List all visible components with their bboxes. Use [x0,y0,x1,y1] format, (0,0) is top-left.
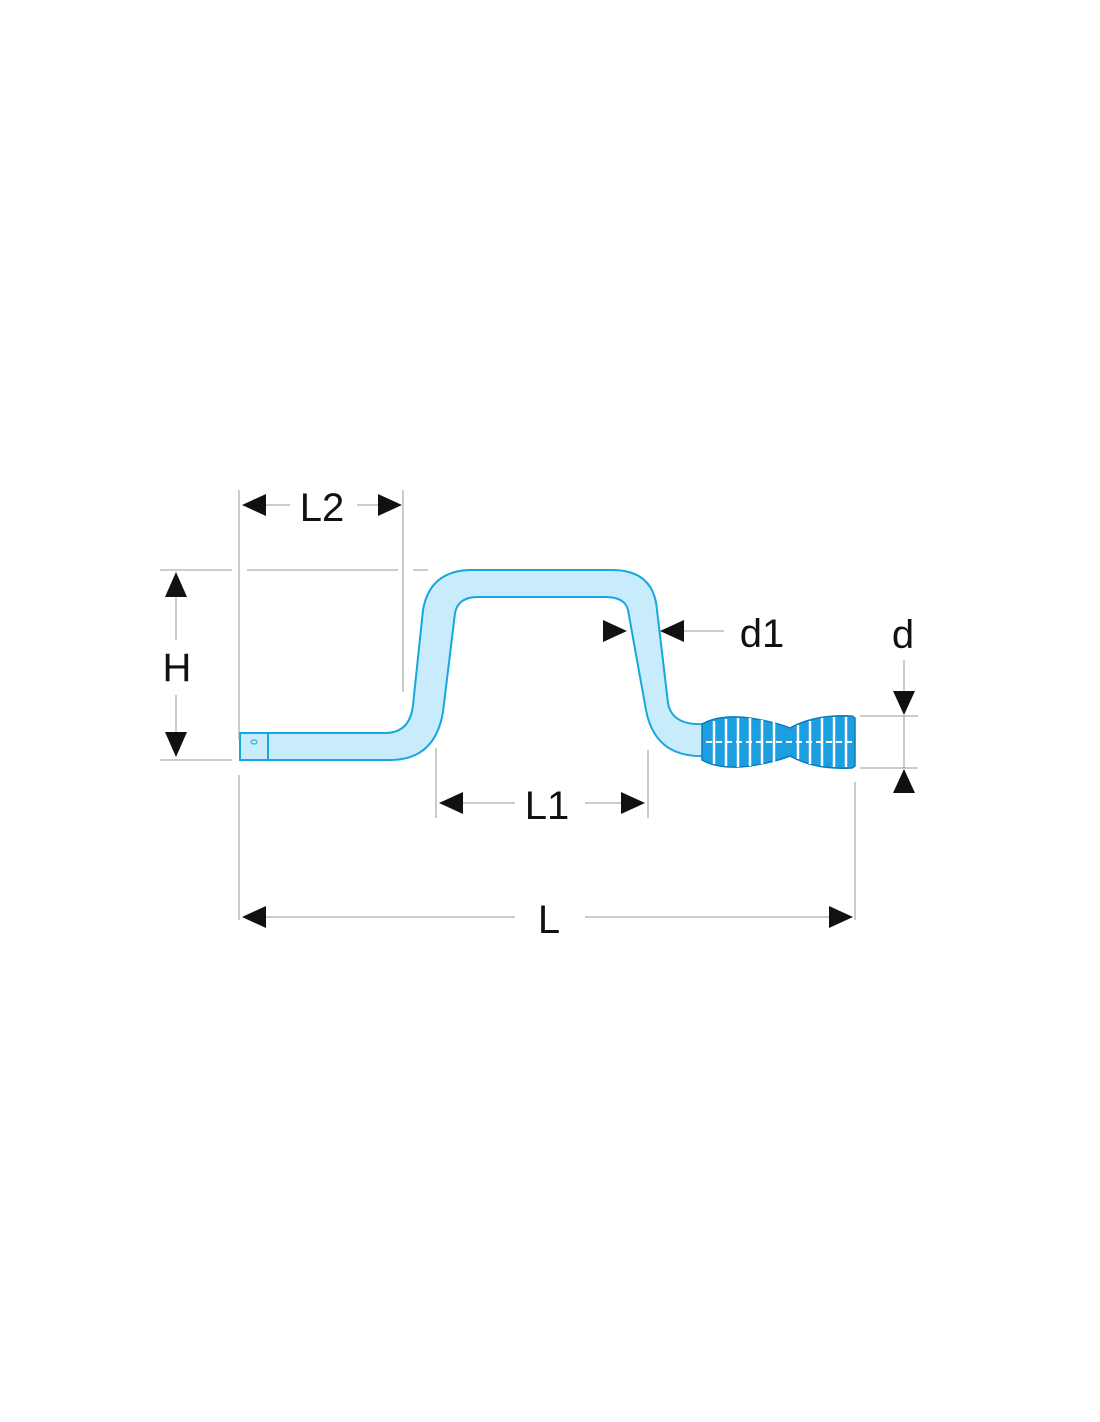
dimension-l2: L2 [242,486,402,530]
l2-left-arrow-icon [242,494,266,516]
dimension-l1: L1 [439,784,645,828]
dimension-d1: d1 [603,612,784,656]
drive-ball-detent [250,739,258,745]
dimension-h: H [163,572,192,757]
l2-label: L2 [300,486,345,530]
l-label: L [538,898,560,942]
extension-lines [160,490,918,920]
d-up-arrow-icon [893,769,915,793]
h-down-arrow-icon [165,732,187,757]
dimension-d: d [892,613,915,793]
l2-right-arrow-icon [378,494,402,516]
h-label: H [163,646,192,690]
d-down-arrow-icon [893,691,915,715]
l-left-arrow-icon [242,906,266,928]
grip-handle [701,715,856,769]
h-up-arrow-icon [165,572,187,597]
d1-left-arrow-icon [603,620,627,642]
d-label: d [892,613,914,657]
crank-brace [239,569,856,769]
dimension-l: L [242,898,853,942]
l1-label: L1 [525,784,570,828]
d1-label: d1 [740,612,785,656]
l1-right-arrow-icon [621,792,645,814]
l-right-arrow-icon [829,906,853,928]
square-drive [239,732,269,761]
crank-rod [239,569,706,761]
d1-right-arrow-icon [660,620,684,642]
l1-left-arrow-icon [439,792,463,814]
